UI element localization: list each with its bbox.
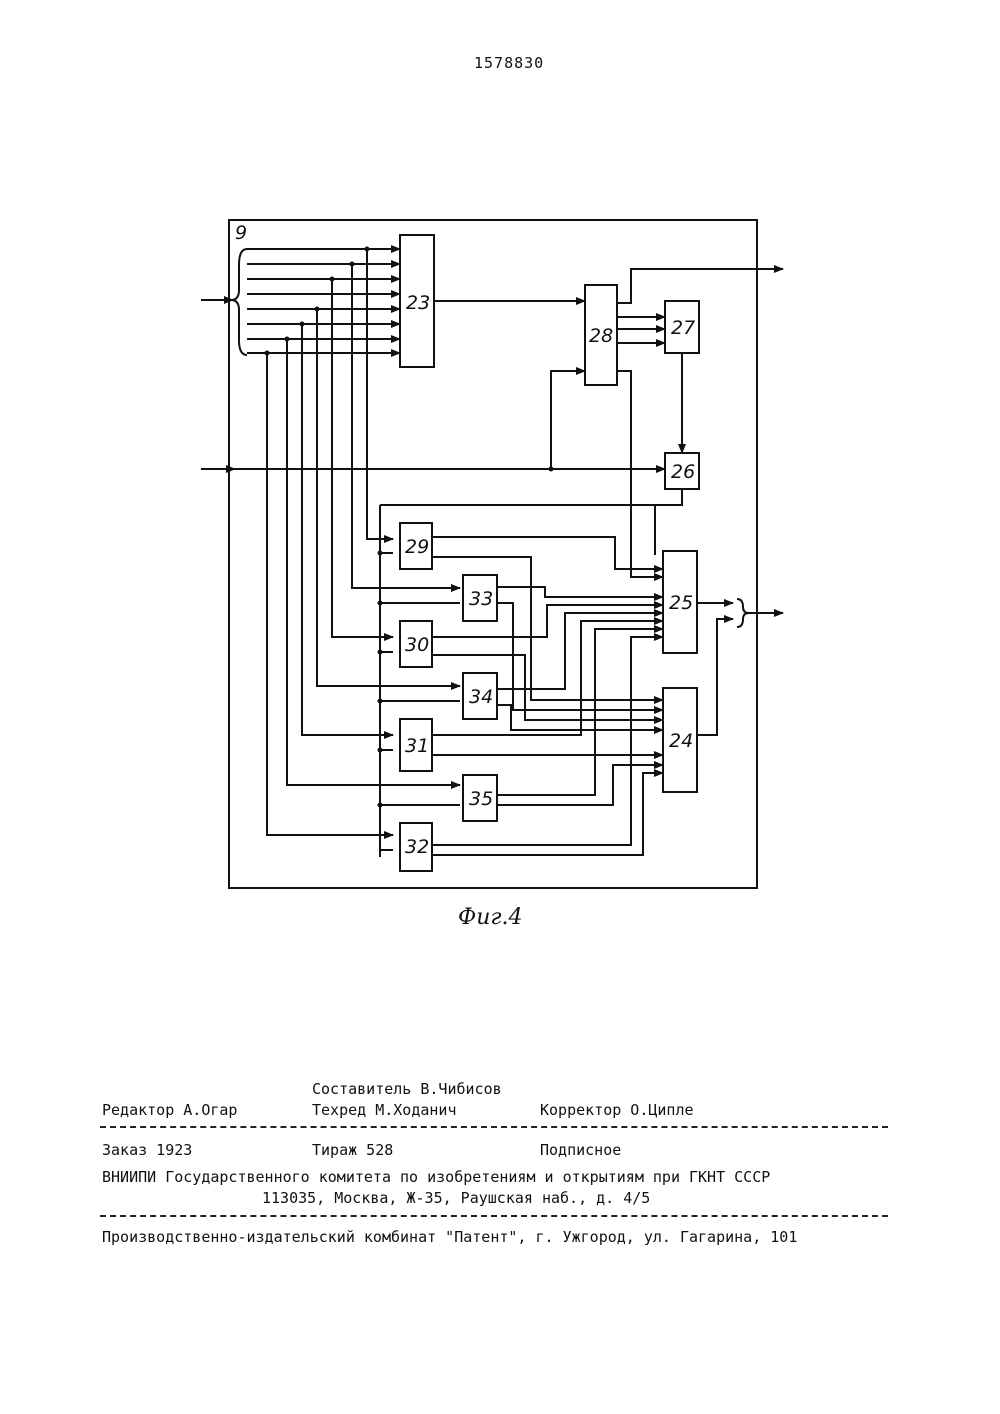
wire-29-25 — [432, 537, 663, 569]
circulation: Тираж 528 — [312, 1141, 393, 1159]
techred: Техред М.Ходанич — [312, 1101, 457, 1119]
rule-top — [100, 1126, 888, 1128]
rule-bottom — [100, 1215, 888, 1217]
label-32: 32 — [405, 836, 429, 858]
wire-28-25 — [617, 371, 663, 577]
org-line: ВНИИПИ Государственного комитета по изоб… — [102, 1168, 770, 1186]
compiler: Составитель В.Чибисов — [312, 1080, 502, 1098]
wire-35-24 — [497, 765, 663, 805]
wire-26-25 — [655, 489, 682, 505]
label-33: 33 — [469, 588, 493, 610]
bus-lines — [247, 249, 400, 353]
label-30: 30 — [405, 634, 429, 656]
wire-32-24 — [432, 773, 663, 855]
printer: Производственно-издательский комбинат "П… — [102, 1228, 797, 1246]
bus-label-9: 9 — [235, 222, 247, 244]
editor: Редактор А.Огар — [102, 1101, 237, 1119]
wire-31-25 — [432, 621, 663, 735]
wire-24-out — [697, 619, 733, 735]
wire-28-out-top — [617, 269, 783, 303]
label-28: 28 — [589, 325, 613, 347]
output-brace — [737, 599, 749, 627]
bus-brace — [231, 249, 247, 355]
label-27: 27 — [671, 317, 695, 339]
figure-caption: Фиг.4 — [458, 905, 523, 930]
wire-32-25 — [432, 637, 663, 845]
label-24: 24 — [669, 730, 693, 752]
wire-33-25 — [497, 587, 663, 597]
patent-number: 1578830 — [474, 54, 544, 72]
label-23: 23 — [406, 292, 430, 314]
corrector: Корректор О.Ципле — [540, 1101, 694, 1119]
label-35: 35 — [469, 788, 493, 810]
label-31: 31 — [405, 735, 429, 757]
subscription: Подписное — [540, 1141, 621, 1159]
label-26: 26 — [671, 461, 695, 483]
wire-clock-28 — [551, 371, 585, 469]
block-diagram: 9 23 28 27 26 29 33 30 34 31 35 32 25 24 — [195, 205, 805, 905]
order: Заказ 1923 — [102, 1141, 192, 1159]
label-34: 34 — [469, 686, 493, 708]
common-taps — [380, 553, 460, 850]
label-29: 29 — [405, 536, 429, 558]
label-25: 25 — [669, 592, 693, 614]
address: 113035, Москва, Ж-35, Раушская наб., д. … — [262, 1189, 650, 1207]
